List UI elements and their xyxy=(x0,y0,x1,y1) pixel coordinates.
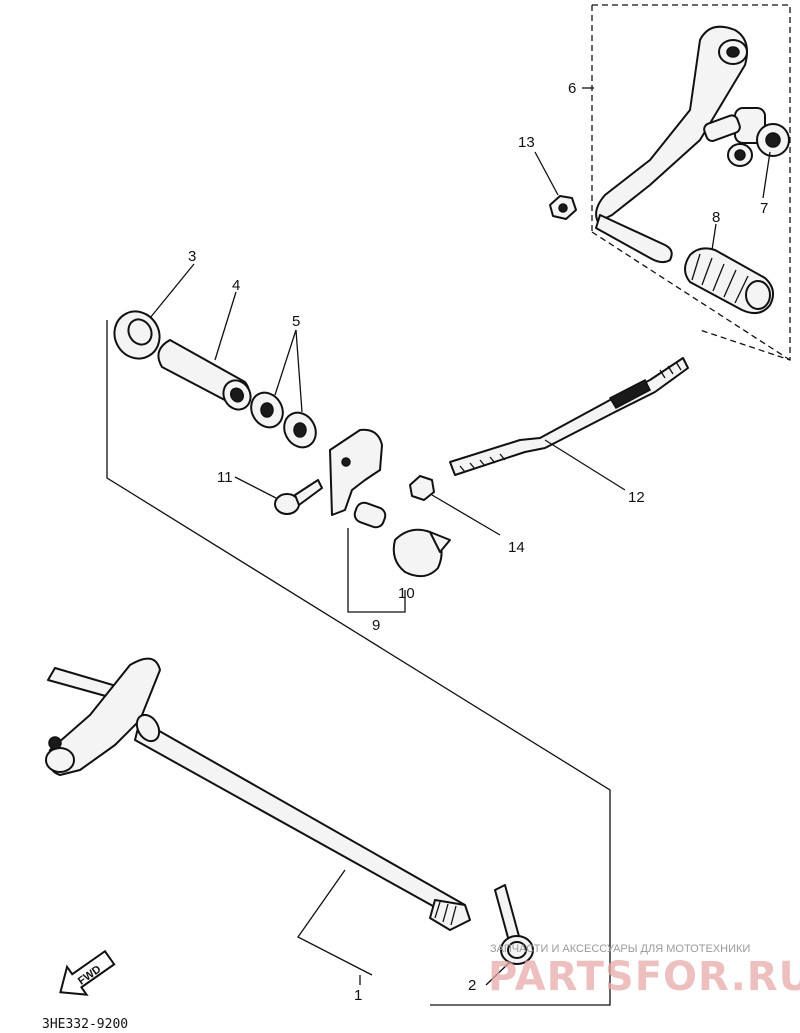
callout-13: 13 xyxy=(518,134,535,151)
callout-6: 6 xyxy=(568,80,576,97)
leader-8 xyxy=(711,223,717,251)
forward-arrow-icon xyxy=(59,949,116,996)
oil-seal-3-part xyxy=(113,310,161,360)
leader-13 xyxy=(534,151,559,196)
nut-14-part xyxy=(409,475,435,501)
collar-4-part xyxy=(157,339,252,411)
joint-10-part xyxy=(392,528,451,578)
nut-13-part xyxy=(549,195,577,220)
callout-10: 10 xyxy=(398,585,415,602)
leader-12 xyxy=(544,439,626,491)
foot-peg-rubber-part xyxy=(684,247,775,315)
leader-14 xyxy=(431,494,501,536)
callout-4: 4 xyxy=(232,277,240,294)
leader-5b xyxy=(295,329,303,413)
leader-5a xyxy=(274,329,297,396)
leader-3 xyxy=(149,263,195,319)
shift-arm-9-part xyxy=(329,428,387,529)
leader-11 xyxy=(234,476,277,499)
diagram-code: 3HE332-9200 xyxy=(42,1017,128,1032)
pedal-pivot-part xyxy=(703,107,790,167)
shift-pedal-part xyxy=(595,25,748,264)
pedal-assembly-dashed-box xyxy=(592,4,791,361)
bracket-1 xyxy=(297,869,373,976)
callout-11: 11 xyxy=(217,469,233,486)
callout-7: 7 xyxy=(760,200,768,217)
watermark-tagline: ЗАПЧАСТИ И АКСЕССУАРЫ ДЛЯ МОТОТЕХНИКИ xyxy=(490,943,750,955)
callout-2: 2 xyxy=(468,977,476,994)
leader-4 xyxy=(214,291,237,361)
callout-8: 8 xyxy=(712,209,720,226)
bolt-11-part xyxy=(274,479,323,515)
shift-shaft-1-part xyxy=(45,657,471,931)
bearings-5-part xyxy=(250,391,317,449)
callout-12: 12 xyxy=(628,489,645,506)
watermark-brand: PARTSFOR.RU xyxy=(488,954,800,1000)
bracket-9 xyxy=(347,528,406,613)
callout-3: 3 xyxy=(188,248,196,265)
leader-2 xyxy=(485,961,511,986)
callout-9: 9 xyxy=(372,617,380,634)
leader-7 xyxy=(762,151,771,199)
callout-1: 1 xyxy=(354,987,362,1004)
callout-5: 5 xyxy=(292,313,300,330)
tie-rod-12-part xyxy=(449,357,689,476)
bracket-shaft-assembly xyxy=(106,320,611,1006)
callout-14: 14 xyxy=(508,539,525,556)
spring-2-part xyxy=(494,884,534,965)
